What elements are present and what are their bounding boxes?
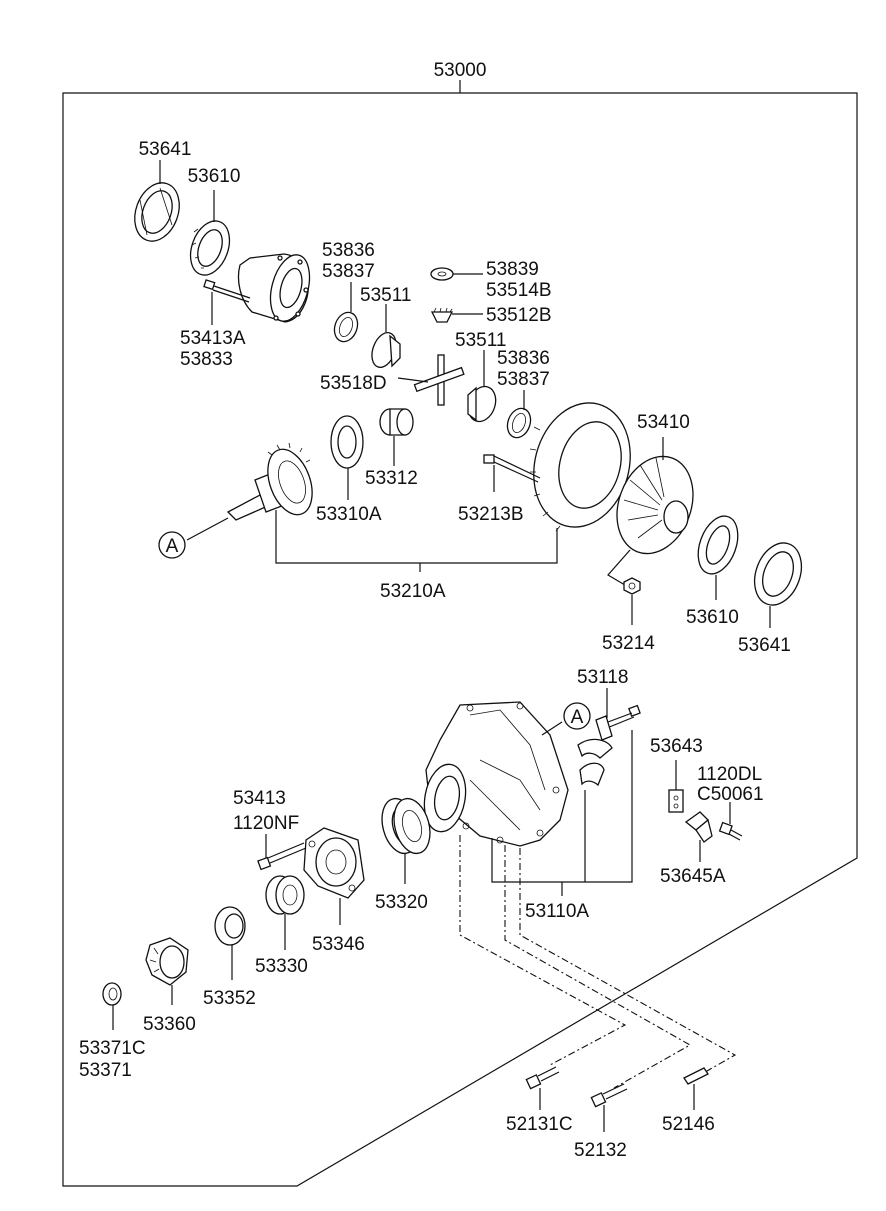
bearing-53610-bottom[interactable] (691, 511, 745, 580)
bolt-53118[interactable] (595, 704, 641, 741)
label-53360: 53360 (143, 1014, 196, 1035)
spider-53518D[interactable] (413, 354, 465, 406)
thrust-washer-53836-b[interactable] (504, 405, 535, 441)
dash-leader-52146 (519, 848, 737, 1076)
bearing-53310A[interactable] (330, 415, 364, 469)
bearing-53320[interactable] (376, 795, 435, 858)
label-53645A: 53645A (660, 866, 726, 887)
bearing-race-53641-top[interactable] (127, 177, 187, 248)
label-53413A: 53413A (180, 328, 246, 349)
label-53641-top: 53641 (139, 139, 192, 160)
washer-53839[interactable] (430, 267, 454, 281)
label-53371C: 53371C (79, 1038, 146, 1059)
label-53518D: 53518D (320, 373, 387, 394)
label-52132: 52132 (574, 1140, 627, 1161)
ring-pinion-bracket (275, 510, 558, 564)
label-53320: 53320 (375, 892, 428, 913)
flange-53346[interactable] (303, 827, 365, 899)
differential-case[interactable] (237, 250, 317, 325)
label-53310A: 53310A (316, 504, 382, 525)
bolt-53413[interactable] (257, 842, 307, 871)
label-53839: 53839 (486, 259, 539, 280)
label-52146: 52146 (662, 1114, 715, 1135)
callout-A-upper (158, 531, 186, 559)
label-53836-b: 53836 (497, 348, 550, 369)
callout-A-upper-text: A (166, 536, 179, 557)
pin-52146[interactable] (683, 1067, 709, 1085)
label-52131C: 52131C (506, 1114, 573, 1135)
bolt-52131C[interactable] (525, 1066, 560, 1090)
callout-A-lower-text: A (571, 707, 584, 728)
side-gear-53511-a[interactable] (368, 329, 401, 370)
label-53213B: 53213B (458, 504, 524, 525)
carrier-housing-53110A[interactable] (419, 701, 569, 847)
bracket-53645A[interactable] (684, 811, 713, 843)
dash-leader-52131C (459, 835, 627, 1066)
bolt-53213B[interactable] (483, 454, 541, 483)
bearing-race-53641-bottom[interactable] (746, 536, 809, 611)
label-53833: 53833 (180, 349, 233, 370)
label-53511-a: 53511 (360, 285, 411, 306)
label-53371: 53371 (79, 1060, 132, 1081)
companion-53360[interactable] (145, 937, 189, 986)
plate-53643[interactable] (668, 789, 684, 813)
bearing-53610-top[interactable] (184, 216, 237, 281)
label-53837-b: 53837 (497, 369, 550, 390)
differential-case-half-53410[interactable] (604, 446, 706, 565)
bolt-53413A[interactable] (203, 279, 251, 303)
label-53346: 53346 (312, 934, 365, 955)
label-53836-a: 53836 (322, 240, 375, 261)
drive-pinion-shaft[interactable] (226, 442, 320, 521)
callout-A-lower (563, 702, 591, 730)
label-53352: 53352 (203, 988, 256, 1009)
label-53413: 53413 (233, 788, 286, 809)
nut-53371C[interactable] (102, 982, 122, 1006)
label-53110A: 53110A (525, 901, 589, 922)
assembly-frame (62, 92, 858, 1187)
label-53837-a: 53837 (322, 261, 375, 282)
label-53210A: 53210A (380, 581, 446, 602)
bearing-cap[interactable] (577, 738, 613, 787)
label-1120DL: 1120DL (697, 764, 762, 785)
bearing-53330[interactable] (265, 875, 305, 915)
oil-seal-53352[interactable] (214, 906, 246, 946)
label-53610-bottom: 53610 (686, 607, 739, 628)
pinion-gear-53512B[interactable] (430, 307, 454, 323)
label-53511-b: 53511 (455, 330, 506, 351)
label-53410: 53410 (637, 412, 690, 433)
assembly-number: 53000 (434, 60, 487, 81)
ring-gear[interactable] (520, 392, 643, 538)
nut-53214[interactable] (623, 577, 641, 595)
bushing-53312[interactable] (379, 408, 414, 436)
label-1120NF: 1120NF (233, 813, 299, 834)
label-53512B: 53512B (486, 305, 552, 326)
side-gear-53511-b[interactable] (464, 383, 501, 426)
label-53330: 53330 (255, 956, 308, 977)
label-53514B: 53514B (486, 280, 552, 301)
dash-leader-52132 (504, 845, 692, 1089)
bolt-52132[interactable] (590, 1083, 628, 1108)
label-53610-top: 53610 (188, 166, 241, 187)
label-53118: 53118 (577, 667, 628, 688)
label-53312: 53312 (365, 468, 418, 489)
label-C50061: C50061 (697, 784, 764, 805)
bolt-1120DL[interactable] (718, 821, 743, 841)
label-53643: 53643 (650, 736, 703, 757)
label-53641-bottom: 53641 (738, 635, 791, 656)
thrust-washer-53836-a[interactable] (331, 309, 362, 345)
label-53214: 53214 (602, 633, 655, 654)
